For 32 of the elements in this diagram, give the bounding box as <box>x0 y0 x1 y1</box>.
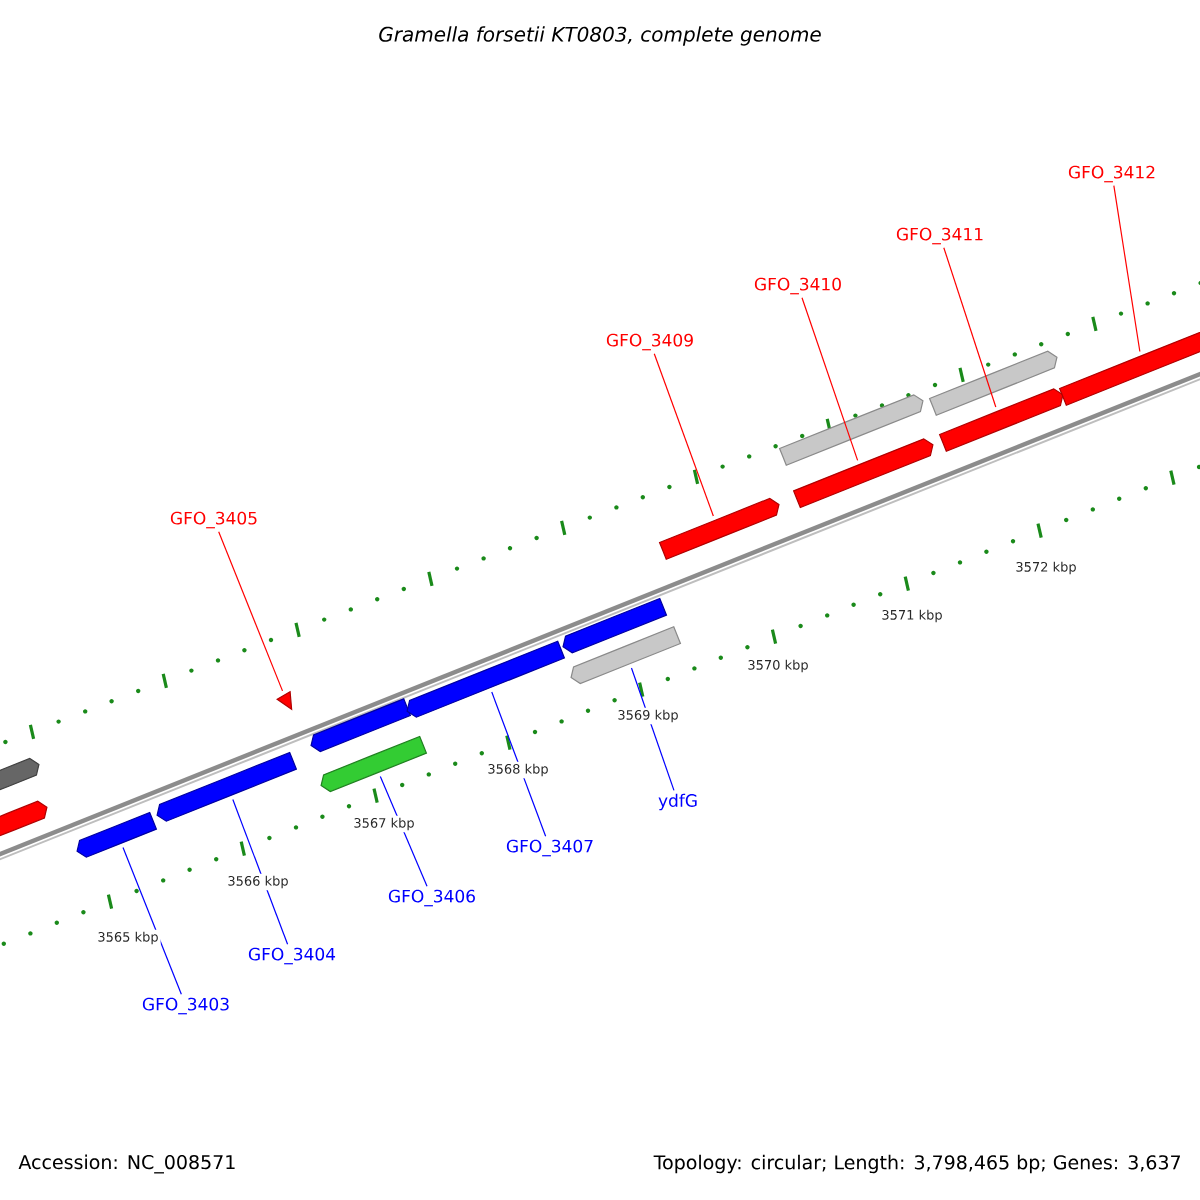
gene-feature <box>310 698 412 753</box>
gene-feature <box>406 640 566 718</box>
leader-line <box>943 247 997 408</box>
leader-line <box>491 691 547 837</box>
leader-line <box>653 353 714 517</box>
gene-feature <box>658 497 780 560</box>
gene-label: GFO_3410 <box>754 277 841 295</box>
gene-feature <box>156 751 298 822</box>
gene-label: GFO_3412 <box>1068 165 1155 183</box>
gene-label: GFO_3406 <box>388 889 475 907</box>
gene-label: GFO_3411 <box>896 227 983 245</box>
gene-feature <box>928 350 1058 416</box>
gene-label: GFO_3404 <box>248 947 336 965</box>
gene-label: GFO_3403 <box>142 997 229 1015</box>
gene-feature <box>76 811 158 858</box>
leader-line <box>1113 185 1141 353</box>
gene-feature <box>562 597 668 654</box>
title: Gramella forsetii KT0803, complete genome <box>379 26 821 46</box>
gene-label: GFO_3409 <box>606 333 693 351</box>
leader-line <box>122 846 182 995</box>
leader-line <box>801 297 859 461</box>
gene-feature <box>570 626 682 685</box>
footer-text: Accession: NC_008571 <box>18 1154 235 1174</box>
gene-feature <box>320 735 428 793</box>
leader-line <box>232 798 289 945</box>
footer-text: Topology: circular; Length: 3,798,465 bp; Genes: 3,637 <box>653 1154 1180 1174</box>
leader-line <box>630 667 675 791</box>
gene-label: ydfG <box>658 793 697 811</box>
leader-line <box>379 775 428 887</box>
gene-label: GFO_3405 <box>170 511 257 529</box>
leader-line <box>218 531 284 692</box>
gene-label: GFO_3407 <box>506 839 593 857</box>
